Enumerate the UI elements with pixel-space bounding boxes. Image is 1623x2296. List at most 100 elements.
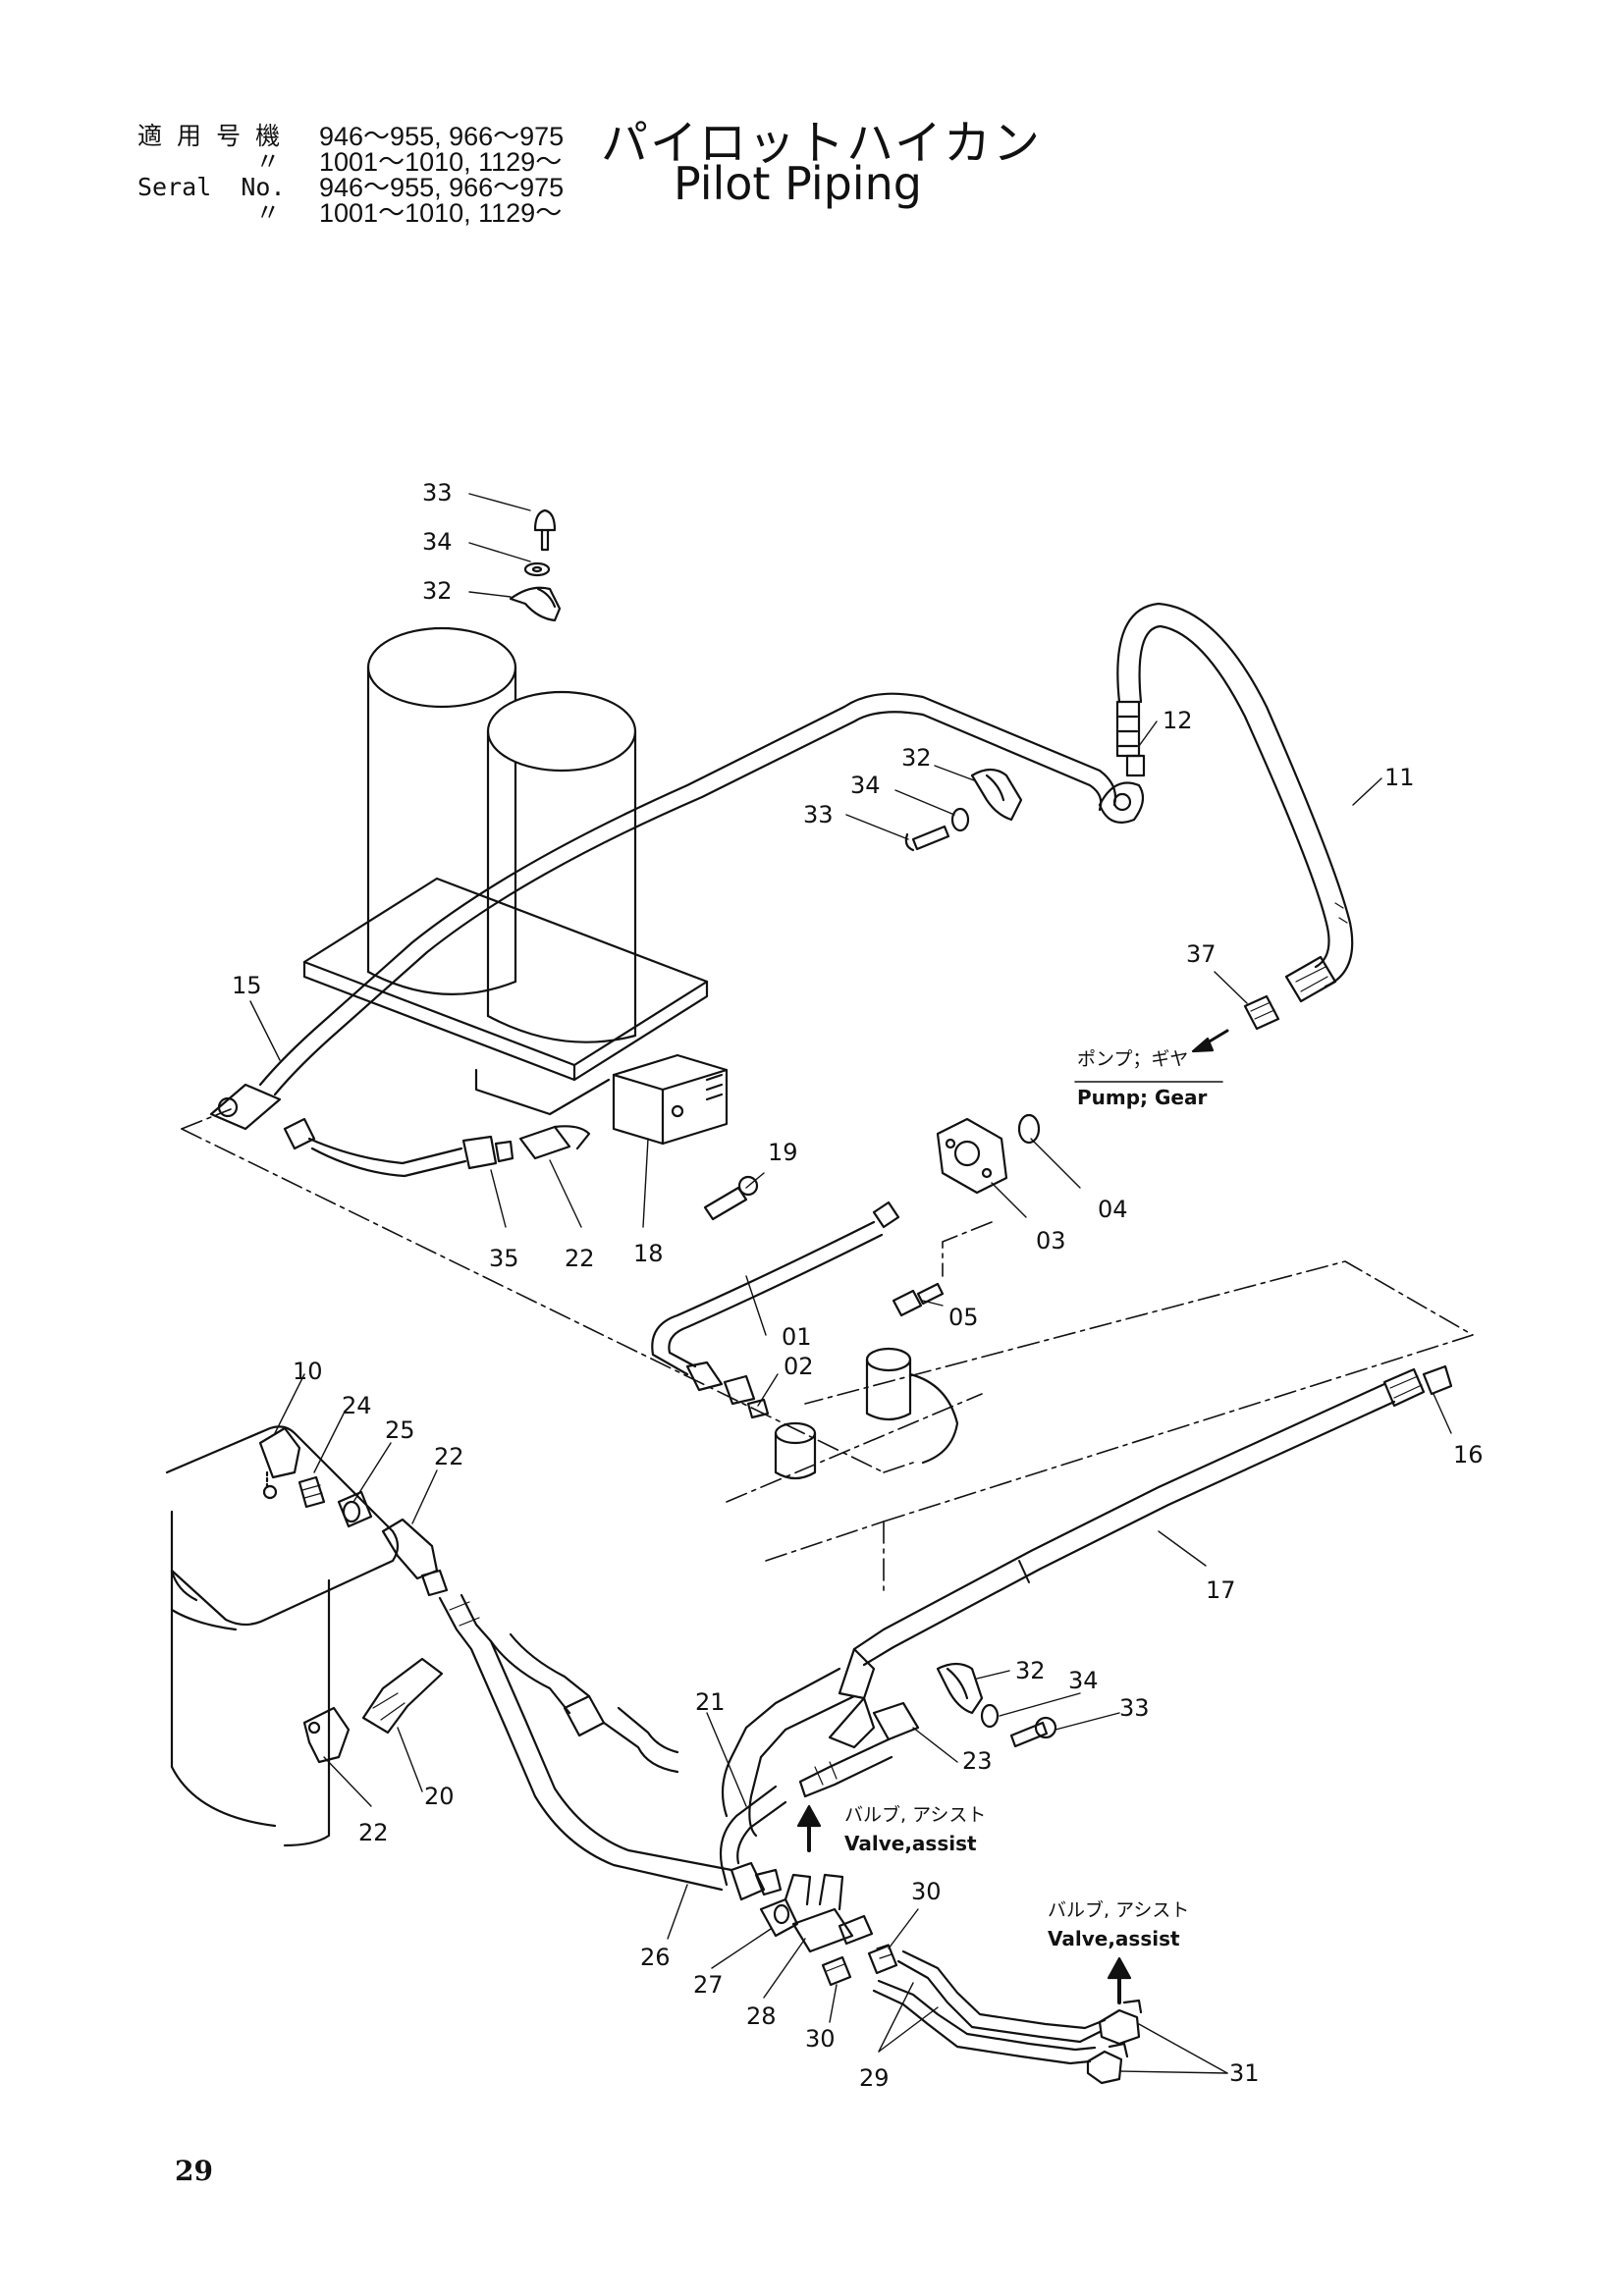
header-label-2: 〃 xyxy=(137,147,281,176)
elbow-22-upper xyxy=(518,1125,591,1160)
valve-block-18 xyxy=(612,1053,729,1146)
fitting-27 xyxy=(759,1897,799,1938)
callout-34-low: 34 xyxy=(1068,1667,1099,1694)
callout-33-mid: 33 xyxy=(803,801,834,828)
callout-34-mid: 34 xyxy=(850,772,881,799)
callout-32-mid: 32 xyxy=(901,744,932,772)
leader-lines xyxy=(249,493,1452,2074)
hose-21-curve xyxy=(719,1785,787,1887)
callout-02: 02 xyxy=(784,1353,814,1380)
arrow-valve-assist-1 xyxy=(796,1804,822,1852)
arrow-valve-assist-2 xyxy=(1107,1956,1132,2004)
header-label-4: 〃 xyxy=(137,198,281,227)
fitting-23 xyxy=(798,1701,920,1798)
clamp-group-mid xyxy=(904,768,1023,852)
callout-20: 20 xyxy=(424,1783,455,1810)
base-plate xyxy=(302,877,709,1116)
note-pump-jp: ポンプ；ギヤ xyxy=(1077,1048,1188,1070)
connector-24 xyxy=(298,1475,326,1509)
callout-35: 35 xyxy=(489,1245,519,1272)
note-valve1-en: Valve,assist xyxy=(844,1832,977,1855)
callout-23: 23 xyxy=(962,1747,993,1775)
header-label-3: Seral No. xyxy=(137,173,286,201)
hose-to-21 xyxy=(489,1632,679,1774)
note-valve2-en: Valve,assist xyxy=(1048,1927,1180,1950)
callout-27: 27 xyxy=(693,1971,724,1999)
callout-29: 29 xyxy=(859,2064,890,2092)
callout-34-top: 34 xyxy=(422,528,453,556)
callout-15: 15 xyxy=(232,972,262,999)
callout-22-upper: 22 xyxy=(565,1245,595,1272)
pipe-15-upper xyxy=(209,692,1117,1131)
tee-21 xyxy=(721,1647,876,1838)
header-value-1: 946～955, 966～975 xyxy=(319,122,565,151)
callout-26: 26 xyxy=(640,1944,671,1971)
hose-20 xyxy=(361,1657,444,1735)
callout-22-lower: 22 xyxy=(358,1819,389,1846)
callout-11: 11 xyxy=(1384,764,1415,791)
callout-37: 37 xyxy=(1186,940,1217,968)
hose-11 xyxy=(1116,602,1354,1003)
clamp-group-top xyxy=(509,508,562,622)
callout-03: 03 xyxy=(1036,1227,1066,1255)
fitting-12 xyxy=(1098,700,1146,824)
header-value-4: 1001～1010, 1129～ xyxy=(319,198,563,228)
arrow-to-pump xyxy=(1191,1029,1229,1053)
pipes-29 xyxy=(872,1949,1107,2065)
title-english: Pilot Piping xyxy=(674,157,922,210)
callout-33-top: 33 xyxy=(422,479,453,507)
callout-16: 16 xyxy=(1453,1441,1484,1468)
flange-03 xyxy=(936,1117,1008,1195)
hose-01 xyxy=(651,1201,900,1419)
callout-17: 17 xyxy=(1206,1576,1236,1604)
callout-24: 24 xyxy=(342,1392,372,1419)
title-japanese: パイロットハイカン xyxy=(601,116,1043,171)
bolt-19 xyxy=(703,1175,759,1221)
tee-28 xyxy=(784,1873,874,1953)
bolt-05 xyxy=(892,1282,945,1317)
reference-lines xyxy=(181,1108,1474,1591)
note-valve2-jp: バルブ, アシスト xyxy=(1048,1898,1189,1921)
header-label-1: 適 用 号 機 xyxy=(137,122,281,150)
hose-26 xyxy=(438,1593,783,1901)
callout-12: 12 xyxy=(1163,707,1193,734)
callout-01: 01 xyxy=(782,1323,812,1351)
header-value-2: 1001～1010, 1129～ xyxy=(319,147,563,177)
connector-25 xyxy=(337,1490,373,1528)
note-pump-en: Pump; Gear xyxy=(1077,1086,1207,1109)
callout-21: 21 xyxy=(695,1688,726,1716)
callout-04: 04 xyxy=(1098,1196,1128,1223)
elbows-31 xyxy=(1086,1999,1143,2085)
callout-10: 10 xyxy=(293,1358,323,1385)
page-number: 29 xyxy=(175,2155,213,2187)
elbow-10 xyxy=(258,1426,301,1500)
callout-32-low: 32 xyxy=(1015,1657,1046,1684)
callout-30-left: 30 xyxy=(805,2025,836,2053)
oring-04 xyxy=(1017,1113,1041,1145)
valve-body-mid xyxy=(774,1347,959,1480)
callout-33-low: 33 xyxy=(1119,1694,1150,1722)
hose-35 xyxy=(283,1117,514,1178)
callout-05: 05 xyxy=(948,1304,979,1331)
callout-19: 19 xyxy=(768,1139,798,1166)
clamp-group-low xyxy=(936,1662,1057,1748)
header-value-3: 946～955, 966～975 xyxy=(319,173,565,202)
callout-32-top: 32 xyxy=(422,577,453,605)
callout-18: 18 xyxy=(633,1240,664,1267)
cylinder-right xyxy=(486,690,637,1043)
plug-37 xyxy=(1243,994,1280,1031)
callout-31: 31 xyxy=(1229,2059,1260,2087)
callout-22-mid: 22 xyxy=(434,1443,464,1470)
callout-25: 25 xyxy=(385,1416,415,1444)
callout-30-right: 30 xyxy=(911,1878,942,1905)
tank-body xyxy=(165,1425,400,1847)
union-30-a xyxy=(867,1944,898,1975)
cylinder-left xyxy=(366,626,517,995)
elbow-22-lower xyxy=(302,1706,351,1764)
note-valve1-jp: バルブ, アシスト xyxy=(844,1803,986,1826)
union-30-b xyxy=(821,1955,852,1987)
hose-17 xyxy=(852,1364,1453,1667)
elbow-22-mid xyxy=(381,1518,449,1597)
callout-28: 28 xyxy=(746,2002,777,2030)
